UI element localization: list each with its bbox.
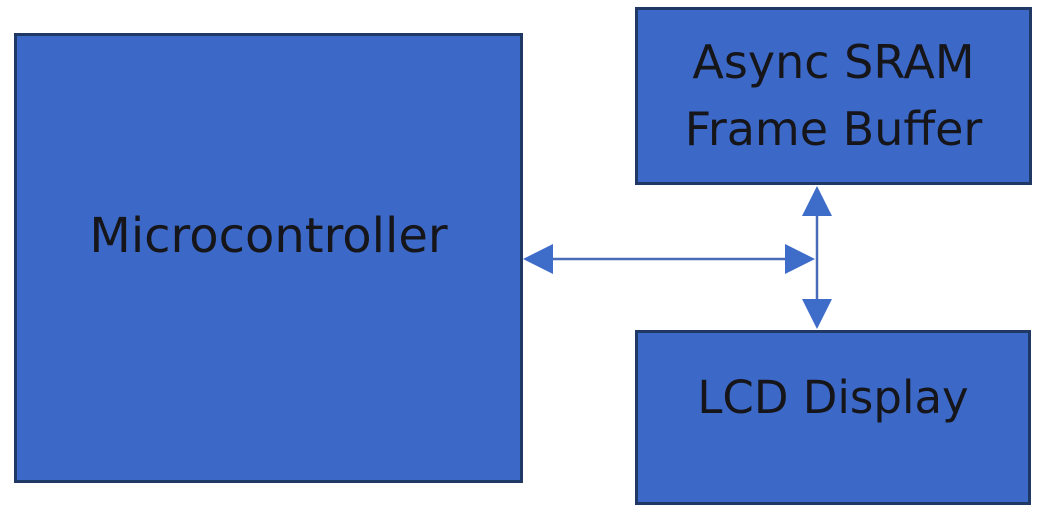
node-lcd-display-label: LCD Display [697,371,969,424]
node-async-sram-frame-buffer-label: Async SRAM Frame Buffer [685,29,983,162]
right-arrowhead-icon [785,244,815,274]
vertical-bidirectional-arrow [802,186,832,329]
node-microcontroller: Microcontroller [14,33,523,483]
node-microcontroller-label: Microcontroller [89,208,448,264]
node-async-sram-frame-buffer: Async SRAM Frame Buffer [635,7,1032,185]
down-arrowhead-icon [802,299,832,329]
up-arrowhead-icon [802,186,832,216]
frame-buffer-label-line1: Async SRAM [692,35,975,90]
horizontal-bidirectional-arrow [523,244,815,274]
node-lcd-display: LCD Display [635,330,1031,505]
left-arrowhead-icon [523,244,553,274]
frame-buffer-label-line2: Frame Buffer [684,102,983,156]
